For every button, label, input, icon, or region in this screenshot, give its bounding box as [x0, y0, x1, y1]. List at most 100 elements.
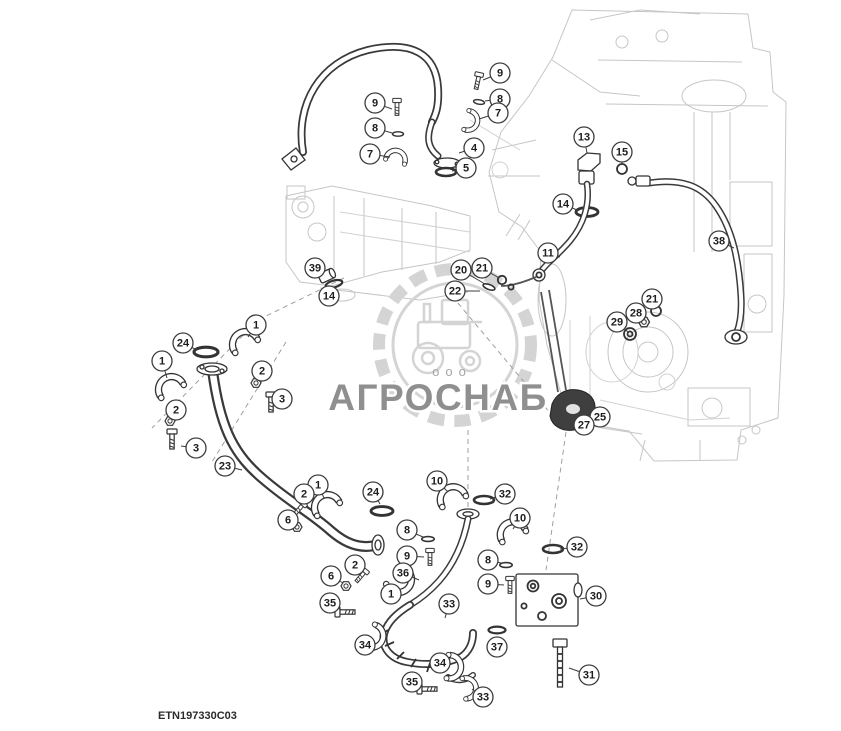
svg-text:9: 9	[497, 68, 503, 80]
svg-text:2: 2	[259, 366, 265, 378]
svg-text:8: 8	[404, 525, 410, 537]
svg-text:4: 4	[471, 143, 478, 155]
svg-text:14: 14	[557, 199, 570, 211]
callout-3: 3	[185, 437, 207, 459]
svg-text:25: 25	[594, 412, 606, 424]
svg-text:28: 28	[630, 308, 642, 320]
callout-2: 2	[344, 554, 366, 576]
svg-text:27: 27	[578, 420, 590, 432]
svg-text:37: 37	[491, 642, 503, 654]
callout-9: 9	[477, 573, 499, 595]
callout-2: 2	[293, 483, 315, 505]
svg-text:1: 1	[159, 356, 165, 368]
svg-text:21: 21	[646, 294, 658, 306]
callout-8: 8	[477, 549, 499, 571]
svg-text:3: 3	[193, 443, 199, 455]
callout-22: 22	[444, 280, 466, 302]
svg-text:6: 6	[285, 515, 291, 527]
callout-7: 7	[487, 102, 509, 124]
drawing-number: ETN197330C03	[158, 710, 237, 722]
callout-39: 39	[304, 257, 326, 279]
watermark-prefix: ооо	[432, 364, 472, 379]
svg-text:2: 2	[173, 405, 179, 417]
callout-8: 8	[364, 117, 386, 139]
callout-24: 24	[172, 332, 194, 354]
callout-32: 32	[566, 536, 588, 558]
svg-text:33: 33	[477, 692, 489, 704]
callout-9: 9	[364, 92, 386, 114]
callout-10: 10	[426, 470, 448, 492]
svg-text:8: 8	[485, 555, 491, 567]
svg-text:36: 36	[397, 568, 409, 580]
callout-2: 2	[165, 399, 187, 421]
svg-text:13: 13	[578, 132, 590, 144]
svg-text:24: 24	[177, 338, 190, 350]
svg-text:31: 31	[583, 670, 595, 682]
callout-27: 27	[573, 414, 595, 436]
svg-text:3: 3	[279, 394, 285, 406]
svg-text:30: 30	[590, 591, 602, 603]
callout-34: 34	[354, 634, 376, 656]
callout-1: 1	[380, 583, 402, 605]
callout-14: 14	[318, 285, 340, 307]
callout-34: 34	[429, 652, 451, 674]
svg-text:1: 1	[388, 589, 394, 601]
svg-text:11: 11	[542, 248, 554, 260]
callout-7: 7	[359, 143, 381, 165]
svg-text:23: 23	[219, 461, 231, 473]
callout-6: 6	[277, 509, 299, 531]
callout-1: 1	[151, 350, 173, 372]
watermark-tractor-icon	[411, 298, 482, 375]
callout-31: 31	[578, 664, 600, 686]
watermark-company-name: АГРОСНАБ	[328, 377, 547, 418]
svg-text:10: 10	[514, 513, 526, 525]
svg-text:29: 29	[611, 317, 623, 329]
svg-text:14: 14	[323, 291, 336, 303]
callout-11: 11	[537, 242, 559, 264]
callout-24: 24	[362, 481, 384, 503]
svg-text:6: 6	[328, 571, 334, 583]
svg-text:22: 22	[449, 286, 461, 298]
callout-23: 23	[214, 455, 236, 477]
callout-36: 36	[392, 562, 414, 584]
callout-1: 1	[245, 314, 267, 336]
svg-text:2: 2	[352, 560, 358, 572]
svg-text:21: 21	[476, 263, 488, 275]
svg-text:35: 35	[324, 598, 336, 610]
svg-text:9: 9	[404, 551, 410, 563]
svg-text:2: 2	[301, 489, 307, 501]
svg-text:38: 38	[713, 236, 725, 248]
svg-text:1: 1	[253, 320, 259, 332]
callout-33: 33	[472, 686, 494, 708]
svg-text:35: 35	[406, 677, 418, 689]
svg-text:5: 5	[463, 163, 469, 175]
svg-text:8: 8	[497, 94, 503, 106]
svg-text:9: 9	[485, 579, 491, 591]
svg-text:15: 15	[616, 147, 628, 159]
callout-10: 10	[509, 507, 531, 529]
svg-text:34: 34	[434, 658, 447, 670]
callout-29: 29	[606, 311, 628, 333]
callout-6: 6	[320, 565, 342, 587]
callout-38: 38	[708, 230, 730, 252]
callout-20: 20	[450, 259, 472, 281]
callout-37: 37	[486, 636, 508, 658]
svg-text:10: 10	[431, 476, 443, 488]
svg-text:32: 32	[571, 542, 583, 554]
svg-text:24: 24	[367, 487, 380, 499]
callout-5: 5	[455, 157, 477, 179]
svg-text:9: 9	[372, 98, 378, 110]
callout-14: 14	[552, 193, 574, 215]
callout-28: 28	[625, 302, 647, 324]
svg-text:34: 34	[359, 640, 372, 652]
svg-text:8: 8	[372, 123, 378, 135]
callout-13: 13	[573, 126, 595, 148]
callout-4: 4	[463, 137, 485, 159]
svg-text:33: 33	[443, 599, 455, 611]
callout-9: 9	[396, 545, 418, 567]
callout-2: 2	[251, 360, 273, 382]
callout-32: 32	[494, 483, 516, 505]
